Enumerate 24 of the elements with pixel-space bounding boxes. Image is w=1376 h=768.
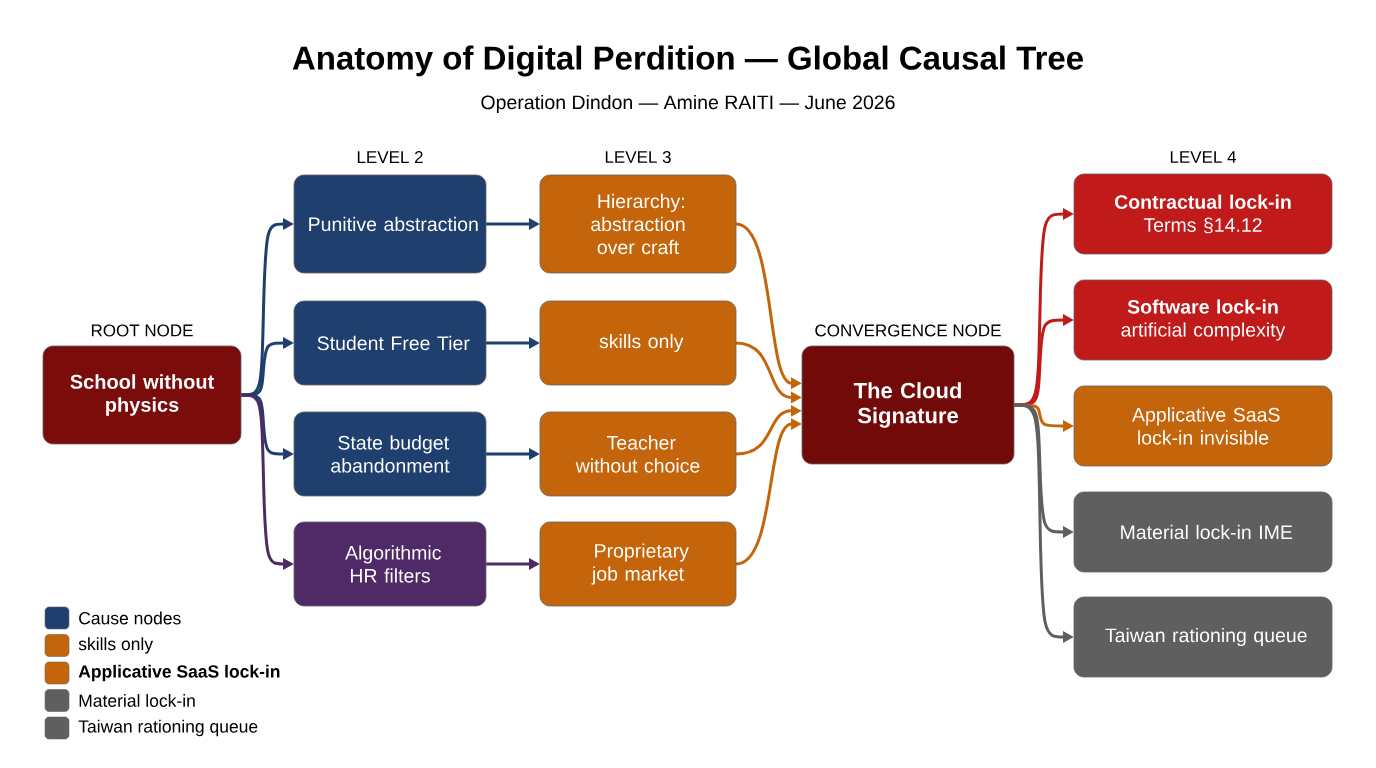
lock-in-box: Contractual lock-in Terms §14.12 — [1073, 173, 1333, 255]
lock-in-box: Software lock-in artificial complexity — [1073, 279, 1333, 361]
convergence-box: The Cloud Signature — [801, 345, 1015, 465]
legend-label: Cause nodes — [79, 611, 181, 625]
legend-label: Taiwan rationing queue — [78, 719, 258, 737]
lock-in-box: Taiwan rationing queue — [1073, 596, 1333, 678]
legend-label: Material lock-in — [79, 694, 195, 707]
legend-label: skills only — [78, 637, 154, 654]
legend-label: Applicative SaaS lock-in — [78, 664, 280, 682]
lock-in-box: Material lock-in IME — [1073, 491, 1333, 573]
subtitle: Operation Dindon — Amine RAITI — June 2026 — [481, 94, 895, 114]
effect-box: Teacher without choice — [539, 411, 737, 497]
cause-box: State budget abandonment — [293, 411, 487, 497]
effect-box: skills only — [539, 300, 737, 386]
title: Anatomy of Digital Perdition — Global Causal Tree — [292, 45, 1083, 77]
effect-box: Proprietary job market — [539, 521, 737, 607]
node-caption: ROOT NODE — [91, 324, 193, 337]
node-caption: CONVERGENCE NODE — [815, 324, 1001, 337]
root-box: School without physics — [42, 345, 242, 445]
effect-box: Hierarchy: abstraction over craft — [539, 174, 737, 274]
cause-box: Student Free Tier — [293, 300, 487, 386]
cause-box: Punitive abstraction — [293, 174, 487, 274]
cause-box: Algorithmic HR filters — [293, 521, 487, 607]
lock-in-box: Applicative SaaS lock-in invisible — [1073, 385, 1333, 467]
